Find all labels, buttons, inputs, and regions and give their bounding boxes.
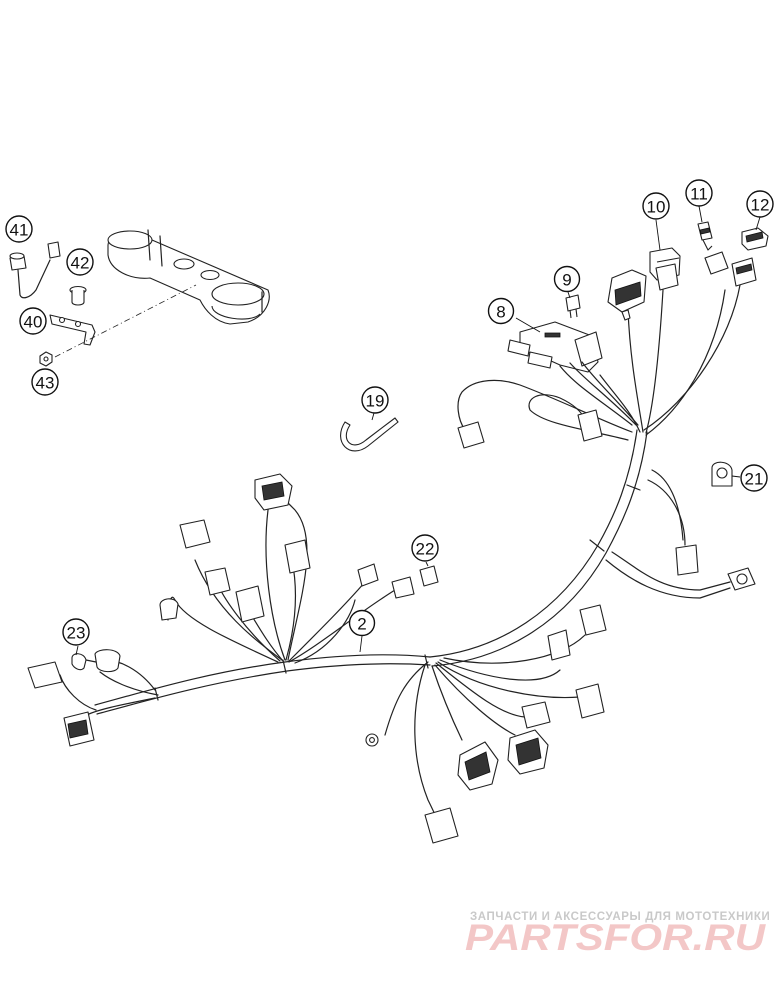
indicator-bulb-part: [9, 241, 61, 299]
terminal-end: [159, 598, 179, 621]
relay-socket: [655, 263, 679, 291]
connector-far-left-top: [27, 661, 63, 689]
callout-11: 11: [685, 179, 713, 207]
callout-23: 23: [62, 618, 90, 646]
connector-left-loop: [457, 421, 485, 449]
svg-text:22: 22: [416, 540, 435, 559]
svg-text:19: 19: [366, 392, 385, 411]
fuse-box-assembly: [507, 321, 639, 426]
svg-text:10: 10: [647, 198, 666, 217]
triple-clamp: [107, 229, 270, 325]
callout-12: 12: [746, 190, 774, 218]
bulb-holder: [94, 649, 121, 673]
main-wiring-harness: [59, 284, 741, 819]
connector-branch-a: [704, 251, 729, 275]
watermark-tagline: ЗАПЧАСТИ И АКСЕССУАРЫ ДЛЯ МОТОТЕХНИКИ: [470, 911, 771, 923]
connector-mid-stack: [235, 585, 265, 623]
svg-text:42: 42: [71, 254, 90, 273]
callout-43: 43: [31, 368, 59, 396]
callout-42: 42: [66, 248, 94, 276]
connector-right-stack: [575, 683, 605, 719]
multipin-connector: [607, 269, 647, 321]
callout-9: 9: [553, 265, 581, 293]
callout-41: 41: [5, 215, 33, 243]
callout-21: 21: [740, 464, 768, 492]
connector-small-right: [357, 563, 379, 587]
connector-square-lower: [521, 701, 551, 729]
svg-text:9: 9: [562, 271, 571, 290]
watermark-logo: PARTSFOR.RU: [465, 917, 766, 958]
callout-2: 2: [348, 609, 376, 637]
connector-right-lower: [675, 544, 699, 576]
cable-clip-part: [711, 461, 733, 487]
callout-10: 10: [642, 192, 670, 220]
connector-right-mid: [547, 629, 571, 661]
connector-right-top: [579, 604, 607, 636]
callout-22: 22: [411, 534, 439, 562]
svg-text:21: 21: [745, 470, 764, 489]
cable-tie-part: [340, 417, 399, 452]
svg-text:11: 11: [690, 185, 708, 204]
diode-part: [697, 221, 713, 251]
connector-mid-left: [204, 567, 231, 596]
callout-19: 19: [361, 386, 389, 414]
plug-part: [741, 227, 769, 251]
svg-text:12: 12: [751, 196, 770, 215]
bulb-part: [71, 653, 97, 671]
assembly-axis-line: [54, 284, 197, 358]
small-plug-22: [419, 565, 439, 587]
connector-plug-22: [391, 576, 415, 599]
svg-text:23: 23: [67, 624, 86, 643]
connector-mid-upper: [284, 539, 311, 574]
connector-bottom-center: [424, 807, 459, 844]
svg-text:40: 40: [24, 313, 43, 332]
connector-upper-left: [179, 519, 211, 549]
svg-text:8: 8: [496, 303, 505, 322]
callout-8: 8: [487, 297, 515, 325]
svg-text:41: 41: [10, 221, 29, 240]
svg-text:PARTSFOR.RU: PARTSFOR.RU: [465, 917, 766, 958]
harness-connectors: [27, 221, 769, 844]
svg-text:43: 43: [36, 374, 55, 393]
nut-part: [39, 351, 53, 367]
callout-40: 40: [19, 307, 47, 335]
fuse-part: [565, 294, 581, 319]
connector-center-loop: [577, 409, 603, 442]
rubber-grommet-part: [69, 285, 87, 306]
svg-text:2: 2: [357, 615, 366, 634]
callout-leaders: [75, 205, 761, 656]
mounting-bracket-part: [49, 314, 96, 346]
